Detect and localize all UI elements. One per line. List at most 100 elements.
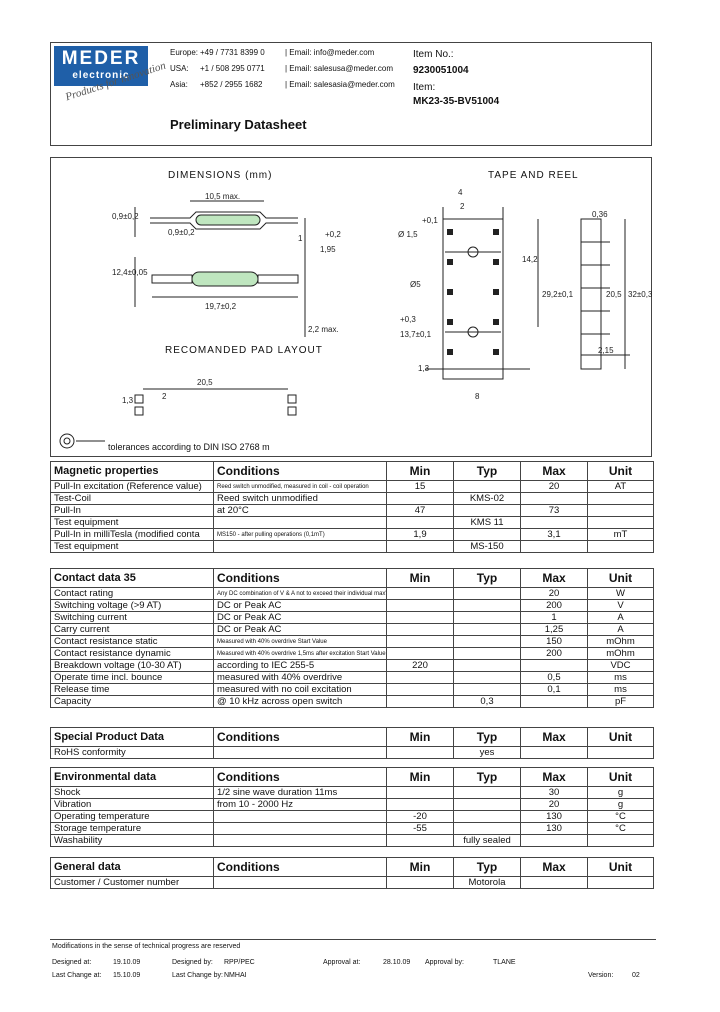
table-cell: Pull-In <box>50 504 214 517</box>
footer-divider <box>50 939 656 940</box>
table-cell <box>587 876 654 889</box>
table-cell <box>520 876 588 889</box>
column-header: Min <box>386 568 454 588</box>
reed-top-lead <box>150 211 298 219</box>
table-cell: Any DC combination of V & A not to excee… <box>213 587 387 600</box>
page-title: Preliminary Datasheet <box>170 117 307 132</box>
table-cell: 130 <box>520 822 588 835</box>
table-cell <box>386 786 454 799</box>
contact-phone-usa: +1 / 508 295 0771 <box>200 64 265 73</box>
sprocket-hole <box>493 349 499 355</box>
designed-by-label: Designed by: <box>172 959 213 966</box>
column-header: Typ <box>453 727 521 747</box>
dim-label: 0,9±0,2 <box>112 212 139 221</box>
pad-left-top <box>134 394 144 404</box>
dim-label: 19,7±0,2 <box>205 302 237 311</box>
table-cell: 130 <box>520 810 588 823</box>
sprocket-hole <box>447 229 453 235</box>
table-cell: Operate time incl. bounce <box>50 671 214 684</box>
table-cell <box>386 599 454 612</box>
last-change-value: 15.10.09 <box>113 972 141 979</box>
table-cell: at 20°C <box>213 504 387 517</box>
pad-right-bottom <box>287 406 297 416</box>
table-cell: -55 <box>386 822 454 835</box>
contact-email-asia[interactable]: | Email: salesasia@meder.com <box>285 80 395 89</box>
table-cell: Contact resistance static <box>50 635 214 648</box>
approval-by-label: Approval by: <box>425 959 464 966</box>
table-cell: Pull-In in milliTesla (modified conta <box>50 528 214 541</box>
tape-dim-label: 14,2 <box>522 255 538 264</box>
table-cell <box>453 659 521 672</box>
designed-at-value: 19.10.09 <box>113 959 141 966</box>
table-cell <box>587 504 654 517</box>
table-cell <box>386 635 454 648</box>
table-cell: °C <box>587 822 654 835</box>
column-header: Conditions <box>213 461 387 481</box>
column-header: Min <box>386 461 454 481</box>
approval-by-value: TLANE <box>493 959 516 966</box>
tape-dim-label: +0,1 <box>422 216 438 225</box>
table-cell <box>386 746 454 759</box>
table-cell: 1,25 <box>520 623 588 636</box>
table-cell: mOhm <box>587 647 654 660</box>
column-header: Max <box>520 568 588 588</box>
table-cell <box>453 786 521 799</box>
version-value: 02 <box>632 972 640 979</box>
table-cell <box>386 876 454 889</box>
logo-word: MEDER <box>61 48 141 69</box>
contact-region-europe: Europe: <box>170 48 199 57</box>
table-cell: 150 <box>520 635 588 648</box>
table-cell <box>213 876 387 889</box>
pad-layout-label: RECOMANDED PAD LAYOUT <box>165 345 323 356</box>
designed-at-label: Designed at: <box>52 959 92 966</box>
table-cell: Measured with 40% overdrive 1,5ms after … <box>213 647 387 660</box>
table-cell <box>213 810 387 823</box>
contact-phone-asia: +852 / 2955 1682 <box>200 80 263 89</box>
table-cell <box>453 647 521 660</box>
table-cell <box>386 647 454 660</box>
column-header: Max <box>520 727 588 747</box>
table-cell: A <box>587 611 654 624</box>
contact-region-usa: USA: <box>170 64 189 73</box>
table-cell: °C <box>587 810 654 823</box>
table-title: Magnetic properties <box>50 461 214 481</box>
column-header: Max <box>520 857 588 877</box>
sprocket-hole <box>447 259 453 265</box>
column-header: Unit <box>587 461 654 481</box>
table-cell: Switching voltage (>9 AT) <box>50 599 214 612</box>
table-cell: Pull-In excitation (Reference value) <box>50 480 214 493</box>
contact-email-europe[interactable]: | Email: info@meder.com <box>285 48 375 57</box>
table-cell: Contact resistance dynamic <box>50 647 214 660</box>
table-cell <box>520 659 588 672</box>
table-cell <box>453 599 521 612</box>
table-cell: KMS 11 <box>453 516 521 529</box>
table-cell: 1 <box>520 611 588 624</box>
contact-phone-europe: +49 / 7731 8399 0 <box>200 48 265 57</box>
sprocket-hole <box>447 319 453 325</box>
dim-label: 12,4±0,05 <box>112 268 148 277</box>
version-label: Version: <box>588 972 614 979</box>
reel-side <box>580 218 602 370</box>
pad-right-top <box>287 394 297 404</box>
table-cell: 1/2 sine wave duration 11ms <box>213 786 387 799</box>
table-cell <box>453 623 521 636</box>
column-header: Typ <box>453 568 521 588</box>
column-header: Typ <box>453 461 521 481</box>
contact-email-usa[interactable]: | Email: salesusa@meder.com <box>285 64 394 73</box>
tape-dim-label: 29,2±0,1 <box>542 290 574 299</box>
tape-dim-label: 20,5 <box>606 290 622 299</box>
column-header: Min <box>386 727 454 747</box>
